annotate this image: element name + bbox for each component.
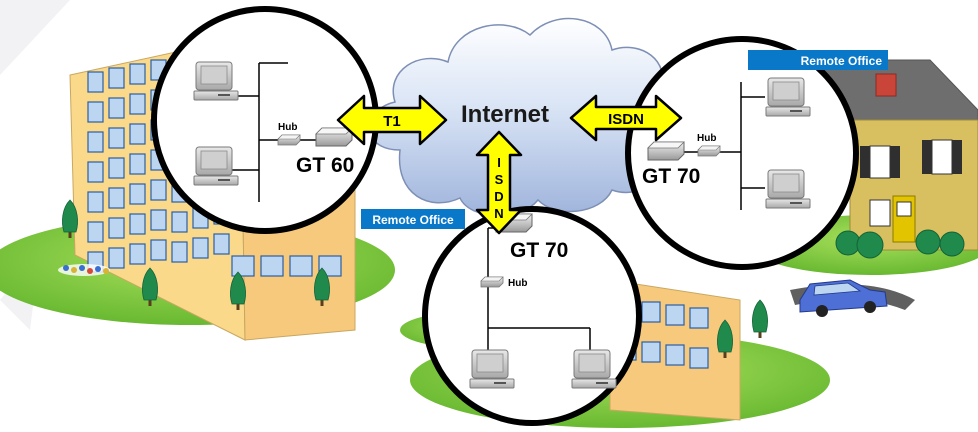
- building-window: [150, 239, 167, 261]
- building-window: [150, 179, 167, 201]
- remote-right-scene: [750, 59, 978, 317]
- building-window: [129, 183, 146, 205]
- computer-icon: [193, 61, 239, 101]
- remote-bottom-router-label: GT 70: [510, 239, 568, 262]
- building-window: [129, 63, 146, 85]
- building-window: [192, 237, 209, 259]
- hub-icon: [697, 145, 721, 157]
- computer-icon: [765, 169, 811, 209]
- building-window: [129, 213, 146, 235]
- building-window: [108, 247, 125, 269]
- computer-icon: [765, 77, 811, 117]
- building-window: [87, 161, 104, 183]
- corner-shade: [0, 0, 70, 75]
- building-window: [129, 153, 146, 175]
- building-window: [87, 131, 104, 153]
- t1-label: T1: [383, 113, 401, 130]
- building-window: [129, 243, 146, 265]
- router-icon: [647, 141, 685, 161]
- hub-icon: [277, 134, 301, 146]
- tree: [752, 299, 768, 339]
- remote-right-banner: Remote Office: [748, 50, 888, 70]
- isdn-letter: D: [494, 189, 503, 204]
- building-window: [289, 255, 313, 277]
- remote-bottom-banner-text: Remote Office: [372, 213, 454, 227]
- building-window: [129, 93, 146, 115]
- building-window: [231, 255, 255, 277]
- building-window: [213, 233, 230, 255]
- hub-icon: [480, 276, 504, 288]
- router-icon: [315, 127, 353, 147]
- remote-bottom-banner: Remote Office: [361, 209, 465, 229]
- house-chimney: [875, 73, 897, 97]
- car-icon: [799, 279, 888, 317]
- isdn-right-label: ISDN: [608, 111, 644, 128]
- building-window: [129, 123, 146, 145]
- remote-bottom-network-circle: GT 70 Hub: [422, 206, 642, 426]
- building-window: [108, 127, 125, 149]
- building-window: [87, 221, 104, 243]
- building-window: [171, 211, 188, 233]
- hq-people-icon: [58, 264, 110, 276]
- isdn-right-link-arrow: ISDN: [569, 94, 683, 142]
- remote-right-banner-text: Remote Office: [801, 54, 883, 68]
- building-window: [260, 255, 284, 277]
- computer-icon: [571, 349, 617, 389]
- remote-right-network-circle: Hub GT 70: [625, 36, 859, 270]
- building-window: [150, 209, 167, 231]
- building-window: [108, 217, 125, 239]
- computer-icon: [193, 146, 239, 186]
- computer-icon: [469, 349, 515, 389]
- building-window: [87, 101, 104, 123]
- isdn-down-link-arrow: I S D N: [475, 130, 523, 235]
- hq-hub-label: Hub: [278, 122, 297, 133]
- remote-right-hub-label: Hub: [697, 133, 716, 144]
- isdn-letter: I: [497, 155, 501, 170]
- remote-right-router-label: GT 70: [642, 165, 700, 188]
- building-window: [108, 187, 125, 209]
- internet-label: Internet: [461, 101, 549, 128]
- building-window: [171, 241, 188, 263]
- building-window: [87, 71, 104, 93]
- building-window: [108, 67, 125, 89]
- building-window: [87, 191, 104, 213]
- isdn-letter: S: [495, 172, 504, 187]
- t1-link-arrow: T1: [336, 94, 448, 146]
- isdn-letter: N: [494, 206, 503, 221]
- hq-router-label: GT 60: [296, 154, 354, 177]
- remote-bottom-hub-label: Hub: [508, 278, 527, 289]
- building-window: [108, 97, 125, 119]
- building-window: [108, 157, 125, 179]
